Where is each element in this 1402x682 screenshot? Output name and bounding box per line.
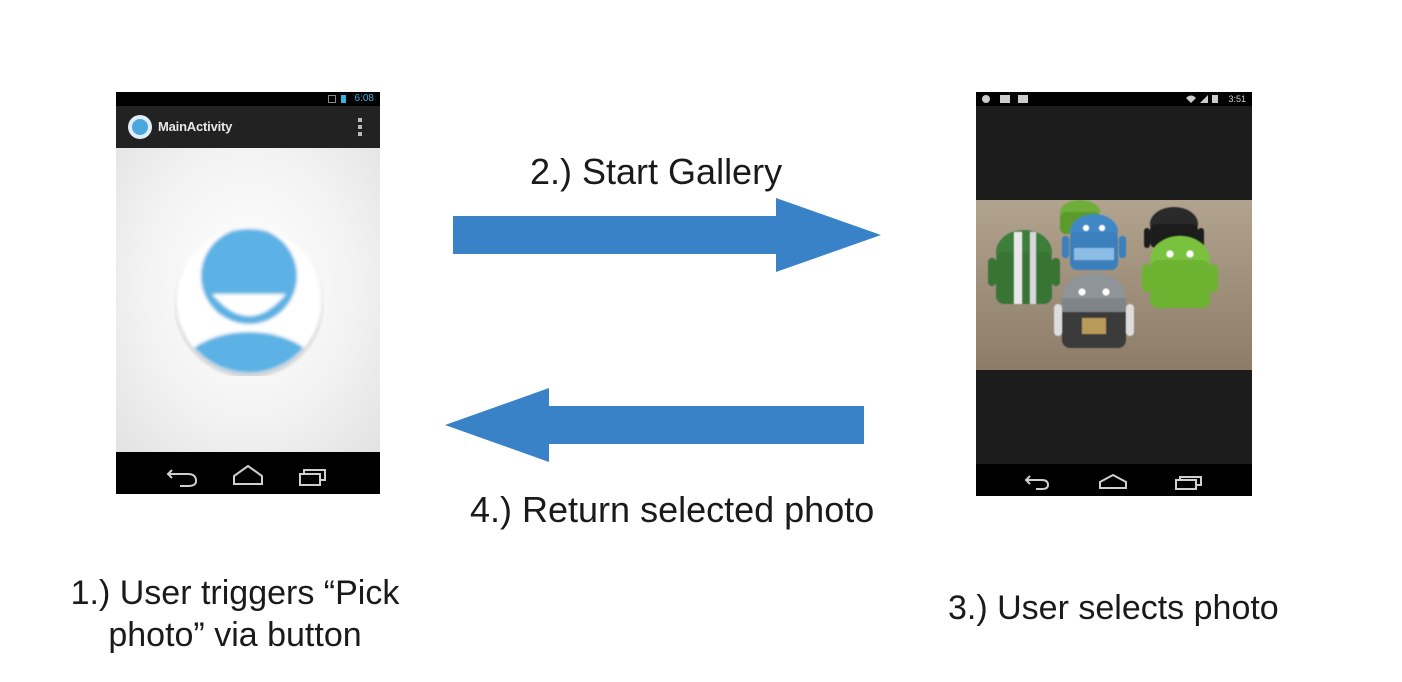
status-bar: 6:08 — [116, 92, 380, 106]
signal-icon — [328, 95, 336, 103]
step-1-label-line-1: 1.) User triggers “Pick — [70, 574, 400, 612]
app-title: MainActivity — [158, 119, 233, 134]
recents-icon[interactable] — [299, 469, 326, 486]
status-time: 3:51 — [1228, 94, 1246, 104]
main-activity-phone: 6:08 MainActivity — [116, 92, 380, 494]
step-2-label: 2.) Start Gallery — [530, 151, 783, 192]
app-icon[interactable] — [128, 115, 152, 139]
overflow-menu-icon[interactable] — [358, 118, 362, 138]
home-icon[interactable] — [233, 464, 263, 485]
android-figure-blue — [1062, 214, 1126, 270]
gallery-phone: 3:51 — [976, 92, 1252, 496]
pick-photo-button[interactable] — [174, 226, 324, 376]
android-figure-grey — [1054, 273, 1134, 348]
android-figure-green — [1142, 236, 1218, 308]
activity-content — [116, 148, 380, 452]
recents-icon[interactable] — [1175, 476, 1202, 490]
status-bar: 3:51 — [976, 92, 1252, 106]
signal-battery-icons — [1186, 95, 1218, 103]
android-figure-green-striped — [988, 230, 1060, 304]
nav-bar — [976, 464, 1252, 496]
back-icon[interactable] — [1024, 475, 1050, 490]
back-icon[interactable] — [166, 469, 198, 487]
gallery-photo[interactable] — [976, 200, 1252, 370]
action-bar: MainActivity — [116, 106, 380, 148]
return-photo-arrow — [445, 388, 864, 462]
nav-bar — [116, 452, 380, 494]
status-time: 6:08 — [354, 93, 374, 104]
step-3-label: 3.) User selects photo — [948, 589, 1279, 627]
home-icon[interactable] — [1099, 473, 1127, 489]
step-4-label: 4.) Return selected photo — [470, 489, 875, 530]
notification-icons — [982, 95, 1028, 103]
step-1-label-line-2: photo” via button — [108, 616, 362, 654]
avatar-body-icon — [179, 332, 319, 373]
step-1-label: 1.) User triggers “Pick photo” via butto… — [40, 572, 430, 656]
battery-icon — [341, 95, 346, 103]
start-gallery-arrow — [453, 198, 881, 272]
